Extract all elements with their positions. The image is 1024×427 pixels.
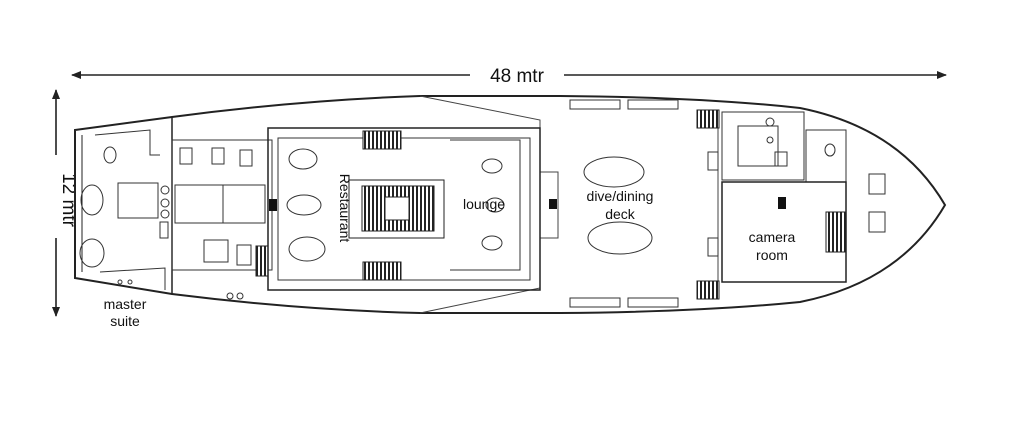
forward-area: camera room <box>721 111 886 283</box>
lounge-sofa <box>450 139 521 271</box>
bench-bottom-1 <box>569 297 621 308</box>
stair-bottom <box>362 261 402 281</box>
deckhouse-inner <box>277 137 531 281</box>
length-dimension: 48 mtr <box>71 66 947 87</box>
aft-cabin-fitting-2 <box>236 292 244 300</box>
stair-top <box>362 130 402 150</box>
dining-table-2 <box>587 221 653 255</box>
aft-cabin-shelf <box>236 244 252 266</box>
master-suite-area <box>79 129 170 290</box>
stern-seat-top <box>80 184 104 216</box>
stern-locker <box>159 221 169 239</box>
deckhouse: Restaurant lounge <box>267 127 557 291</box>
dive-dining-deck: dive/dining deck <box>569 99 720 308</box>
basin-3 <box>160 209 170 219</box>
fwd-cabin-block <box>721 111 805 181</box>
lounge-pillar <box>549 199 557 209</box>
master-suite-wall <box>94 129 160 156</box>
stern-fitting-1 <box>117 279 123 285</box>
stair-fwd-bottom <box>696 280 720 300</box>
aft-cabin-unit-3 <box>239 149 253 167</box>
master-suite-lower-wall <box>99 267 166 290</box>
camera-room-pillar <box>778 197 786 209</box>
dining-table-1 <box>583 156 645 188</box>
length-label: 48 mtr <box>490 66 545 87</box>
bow-locker-1 <box>868 173 886 195</box>
fwd-head-fitting <box>824 143 836 157</box>
dive-dining-label-line1: dive/dining <box>587 188 654 204</box>
aft-stair <box>255 245 269 277</box>
basin-2 <box>160 198 170 208</box>
camera-room-label-line1: camera <box>749 229 796 245</box>
master-bed <box>117 182 159 219</box>
aft-cabin-unit-2 <box>211 147 225 165</box>
beam-label: 12 mtr <box>58 173 79 228</box>
lounge-table-2 <box>485 197 505 213</box>
restaurant-table-3 <box>288 236 326 262</box>
restaurant-table-1 <box>288 148 318 170</box>
bench-bottom-2 <box>627 297 679 308</box>
lounge-label: lounge <box>463 196 505 212</box>
lounge-table-1 <box>481 158 503 174</box>
aft-cabin-unit-1 <box>179 147 193 165</box>
beam-dimension: 12 mtr <box>52 89 79 317</box>
dive-dining-label-line2: deck <box>605 206 636 222</box>
fwd-cabin-bed <box>737 125 779 167</box>
fwd-cabin-fitting-2 <box>766 136 774 144</box>
bow-locker-2 <box>868 211 886 233</box>
deckhouse-outer <box>267 127 541 291</box>
central-stair-frame <box>348 179 445 239</box>
stern-fitting-2 <box>127 279 133 285</box>
restaurant-table-2 <box>286 194 322 216</box>
aft-cabin-desk <box>203 239 229 263</box>
restaurant-label: Restaurant <box>337 174 353 243</box>
porthole-1 <box>103 146 117 164</box>
master-suite-label: master suite <box>104 296 147 329</box>
fwd-cabin-unit <box>774 151 788 167</box>
deck-locker-1 <box>707 151 719 171</box>
stern-seat-bottom <box>79 238 105 268</box>
camera-room-label-line2: room <box>756 247 788 263</box>
central-stair-landing <box>384 196 410 221</box>
master-suite-label-line1: master <box>104 296 147 312</box>
camera-room-stair <box>825 211 847 253</box>
stair-fwd-top <box>696 109 720 129</box>
lounge-table-3 <box>481 235 503 251</box>
bench-top-1 <box>569 99 621 110</box>
bench-top-2 <box>627 99 679 110</box>
restaurant-pillar <box>269 199 277 211</box>
aft-cabin-bed-2 <box>222 184 266 224</box>
basin-1 <box>160 185 170 195</box>
fwd-cabin-fitting-1 <box>765 117 775 127</box>
aft-cabins <box>171 139 273 300</box>
aft-cabin-fitting-1 <box>226 292 234 300</box>
master-suite-label-line2: suite <box>110 313 140 329</box>
hull-outline <box>74 95 947 314</box>
deck-locker-2 <box>707 237 719 257</box>
